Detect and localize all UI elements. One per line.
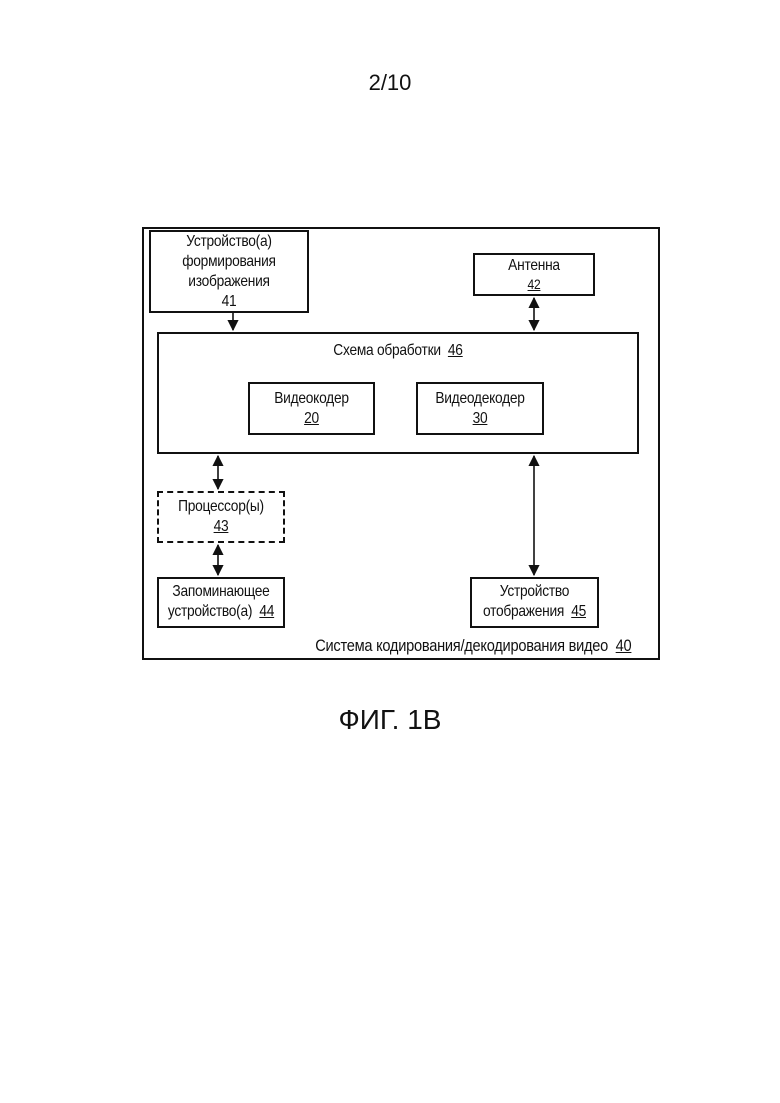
memory-line-2-text: устройство(а): [167, 603, 253, 620]
system-ref: 40: [615, 636, 632, 655]
imaging-device-line-2: формирования: [182, 253, 276, 270]
system-box: [142, 227, 660, 660]
page-number: 2/10: [368, 70, 412, 95]
antenna-box: [473, 253, 595, 296]
video-decoder-text: Видеодекодер: [435, 390, 525, 407]
display-ref: 45: [571, 603, 587, 620]
antenna-text: Антенна: [508, 257, 560, 274]
display-line-2-text: отображения: [482, 603, 565, 620]
memory-label: Запоминающее устройство(а) 44: [166, 582, 276, 622]
memory-line-2: устройство(а) 44: [166, 602, 276, 622]
display-line-2: отображения 45: [479, 602, 590, 622]
memory-box: [157, 577, 285, 628]
figure-label: ФИГ. 1В: [338, 704, 442, 735]
processing-circuit-box: [157, 332, 639, 454]
video-decoder-label: Видеодекодер 30: [425, 389, 535, 429]
video-encoder-text: Видеокодер: [274, 390, 349, 407]
processing-circuit-label: Схема обработки 46: [191, 341, 606, 361]
memory-ref: 44: [259, 603, 275, 620]
antenna-label: Антенна 42: [482, 256, 587, 292]
processors-ref: 43: [213, 518, 229, 535]
imaging-device-ref: 41: [221, 293, 237, 310]
video-decoder-box: [416, 382, 544, 435]
imaging-device-box: [149, 230, 309, 313]
display-box: [470, 577, 599, 628]
display-line-1: Устройство: [499, 583, 570, 600]
processors-text: Процессор(ы): [178, 498, 264, 515]
video-decoder-ref: 30: [472, 410, 488, 427]
antenna-ref: 42: [527, 276, 541, 292]
processing-circuit-ref: 46: [447, 342, 463, 359]
display-label: Устройство отображения 45: [479, 582, 590, 622]
processors-label: Процессор(ы) 43: [166, 497, 276, 537]
video-encoder-box: [248, 382, 375, 435]
memory-line-1: Запоминающее: [172, 583, 270, 600]
video-encoder-label: Видеокодер 20: [257, 389, 366, 429]
imaging-device-line-3: изображения: [188, 273, 270, 290]
imaging-device-line-1: Устройство(а): [186, 233, 272, 250]
processors-box: [157, 491, 285, 543]
imaging-device-label: Устройство(а) формирования изображения 4…: [160, 232, 298, 312]
processing-circuit-text: Схема обработки: [333, 342, 441, 359]
video-encoder-ref: 20: [304, 410, 319, 427]
system-label: Система кодирования/декодирования видео …: [315, 636, 631, 656]
system-label-text: Система кодирования/декодирования видео: [315, 636, 609, 655]
